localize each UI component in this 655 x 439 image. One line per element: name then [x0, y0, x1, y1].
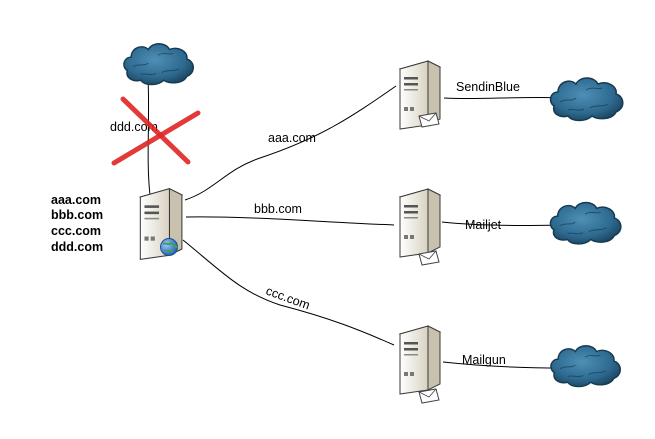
link-aaa	[184, 85, 397, 201]
cloud-icon	[550, 345, 622, 388]
provider-label-mailjet: Mailjet	[465, 218, 502, 232]
link-mailjet-cloud	[441, 221, 561, 227]
domain-item: aaa.com	[51, 193, 101, 207]
provider-label-sendinblue: SendinBlue	[456, 80, 520, 94]
cloud-icon	[549, 201, 622, 245]
link-sendinblue-cloud	[443, 96, 567, 100]
mail-server-icon	[399, 325, 441, 404]
cloud-icon	[549, 77, 624, 122]
cloud-icon	[123, 43, 195, 86]
domain-item: ddd.com	[51, 240, 103, 254]
provider-label-mailgun: Mailgun	[462, 353, 506, 367]
link-mailgun-cloud	[442, 361, 563, 369]
mail-server-icon	[399, 188, 441, 266]
mail-server-icon	[399, 60, 441, 130]
domain-item: ccc.com	[51, 224, 101, 238]
domain-item: bbb.com	[51, 208, 103, 222]
globe-icon	[160, 238, 178, 256]
link-label-aaa: aaa.com	[268, 131, 316, 145]
link-to-internet	[147, 77, 151, 196]
cross-icon	[111, 96, 201, 166]
link-ccc	[182, 239, 395, 346]
link-label-ccc: ccc.com	[264, 284, 312, 313]
domain-list: aaa.com bbb.com ccc.com ddd.com	[51, 193, 103, 254]
link-label-bbb: bbb.com	[254, 202, 302, 216]
link-bbb	[185, 216, 395, 226]
